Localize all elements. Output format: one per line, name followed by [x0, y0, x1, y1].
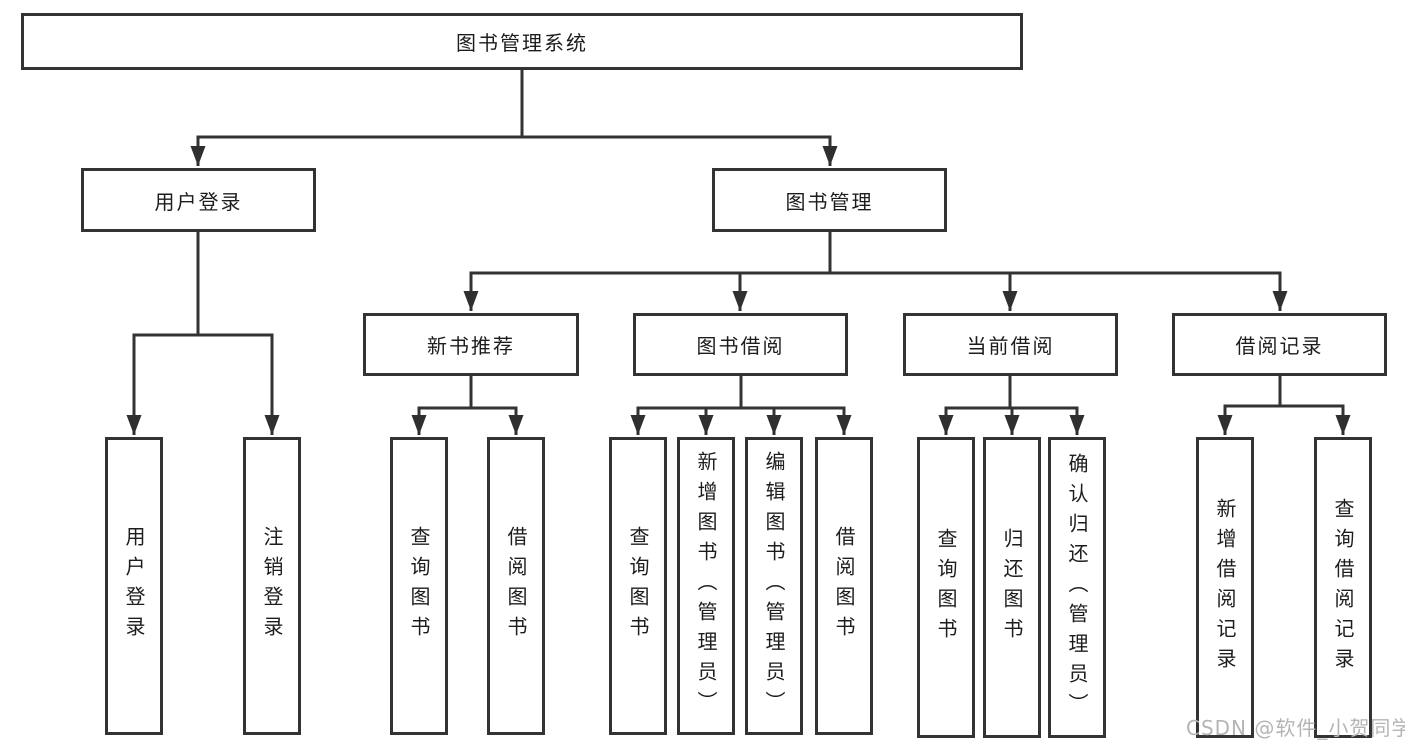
- watermark: CSDN @软件_小贺同学: [1186, 716, 1405, 740]
- leaf-return-books: 归还图书: [983, 437, 1041, 738]
- node-new-book-recommend: 新书推荐: [363, 313, 579, 376]
- leaf-borrow-books: 借阅图书: [815, 437, 873, 735]
- leaf-add-borrow-record-label: 新增借阅记录: [1213, 497, 1237, 678]
- node-root-label: 图书管理系统: [456, 31, 588, 55]
- leaf-borrow-books-new-label: 借阅图书: [504, 526, 528, 646]
- leaf-borrow-books-new: 借阅图书: [487, 437, 545, 735]
- node-current-borrow: 当前借阅: [903, 313, 1118, 376]
- leaf-confirm-return-admin-label: 确认归还（管理员）: [1065, 452, 1089, 723]
- leaf-query-books-new-label: 查询图书: [407, 526, 431, 646]
- node-book-management: 图书管理: [712, 168, 947, 232]
- leaf-query-borrow-record-label: 查询借阅记录: [1331, 497, 1355, 678]
- leaf-query-books-borrow: 查询图书: [609, 437, 667, 735]
- leaf-query-books-borrow-label: 查询图书: [626, 526, 650, 646]
- leaf-query-books-current-label: 查询图书: [934, 527, 958, 648]
- node-borrow-records-label: 借阅记录: [1235, 334, 1324, 358]
- leaf-return-books-label: 归还图书: [1000, 527, 1024, 648]
- leaf-query-borrow-record: 查询借阅记录: [1314, 437, 1372, 738]
- leaf-borrow-books-label: 借阅图书: [832, 526, 856, 646]
- leaf-user-login-label: 用户登录: [122, 526, 146, 646]
- leaf-logout: 注销登录: [243, 437, 301, 735]
- leaf-add-borrow-record: 新增借阅记录: [1196, 437, 1254, 738]
- leaf-edit-books-admin-label: 编辑图书（管理员）: [762, 451, 786, 721]
- node-book-management-label: 图书管理: [785, 189, 874, 214]
- leaf-edit-books-admin: 编辑图书（管理员）: [745, 437, 803, 735]
- node-book-borrow: 图书借阅: [633, 313, 848, 376]
- node-new-book-recommend-label: 新书推荐: [427, 334, 515, 358]
- leaf-confirm-return-admin: 确认归还（管理员）: [1048, 437, 1106, 738]
- leaf-add-books-admin-label: 新增图书（管理员）: [694, 451, 718, 721]
- leaf-add-books-admin: 新增图书（管理员）: [677, 437, 735, 735]
- leaf-query-books-current: 查询图书: [917, 437, 975, 738]
- leaf-logout-label: 注销登录: [260, 526, 284, 646]
- node-current-borrow-label: 当前借阅: [966, 334, 1055, 358]
- leaf-user-login: 用户登录: [105, 437, 163, 735]
- node-book-borrow-label: 图书借阅: [696, 334, 785, 358]
- node-user-login: 用户登录: [81, 168, 316, 232]
- node-user-login-label: 用户登录: [154, 189, 243, 214]
- node-root: 图书管理系统: [21, 13, 1023, 70]
- node-borrow-records: 借阅记录: [1172, 313, 1387, 376]
- leaf-query-books-new: 查询图书: [390, 437, 448, 735]
